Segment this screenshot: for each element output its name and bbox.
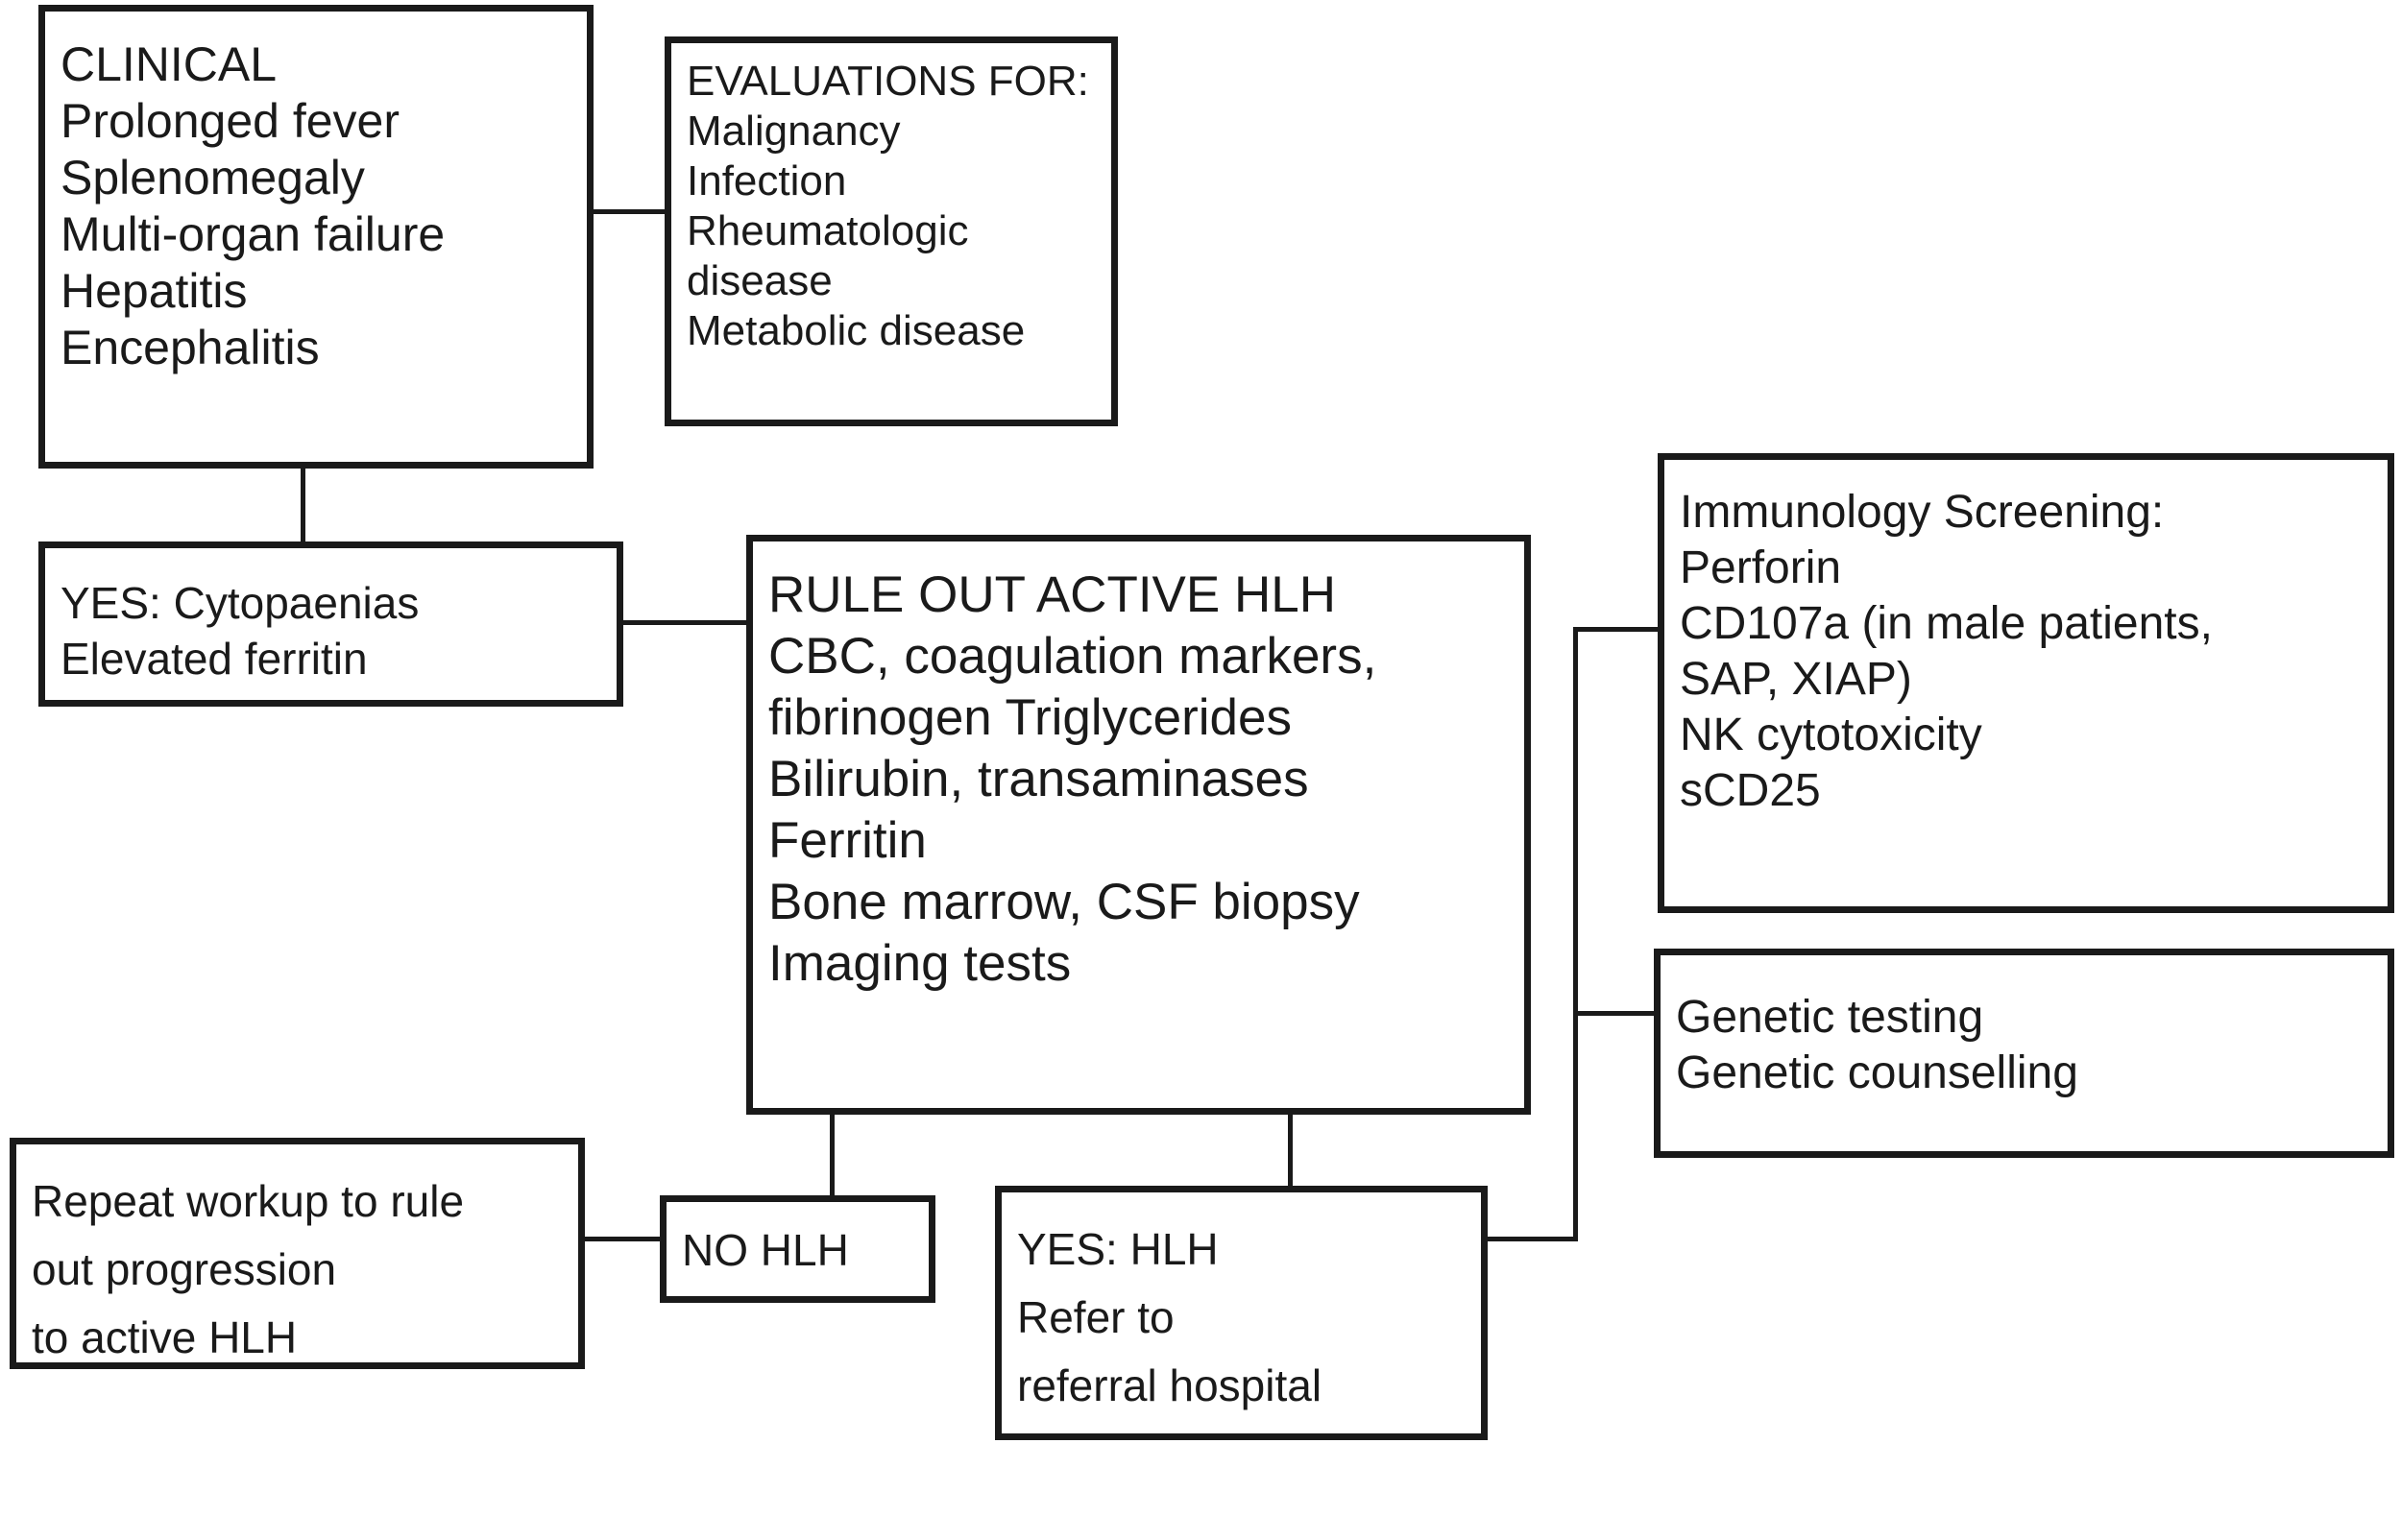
edge-clinical-to-cytopaenias (301, 467, 305, 543)
edge-right-vertical-bus (1573, 627, 1578, 1241)
node-immunology-screening[interactable]: Immunology Screening: Perforin CD107a (i… (1658, 453, 2394, 913)
node-repeat-workup-text: Repeat workup to rule out progression to… (32, 1176, 465, 1362)
edge-ruleout-to-yeshlh (1288, 1113, 1293, 1188)
edge-yeshlh-bus-stub (1485, 1237, 1578, 1241)
node-yes-hlh-refer[interactable]: YES: HLH Refer to referral hospital (995, 1186, 1488, 1440)
edge-bus-to-immunology (1573, 627, 1661, 632)
node-genetic-testing-text: Genetic testing Genetic counselling (1676, 992, 2078, 1098)
node-no-hlh[interactable]: NO HLH (660, 1195, 935, 1303)
node-no-hlh-text: NO HLH (682, 1225, 849, 1275)
node-yes-hlh-refer-text: YES: HLH Refer to referral hospital (1017, 1224, 1322, 1410)
node-evaluations-for-text: EVALUATIONS FOR: Malignancy Infection Rh… (687, 58, 1089, 354)
edge-ruleout-to-nohlh (830, 1113, 835, 1197)
node-genetic-testing[interactable]: Genetic testing Genetic counselling (1654, 949, 2394, 1158)
node-clinical-text: CLINICAL Prolonged fever Splenomegaly Mu… (61, 37, 446, 374)
edge-clinical-to-evaluations (591, 209, 667, 214)
edge-nohlh-to-repeat (582, 1237, 663, 1241)
node-rule-out-active-hlh-text: RULE OUT ACTIVE HLH CBC, coagulation mar… (768, 566, 1377, 992)
edge-bus-to-genetic (1573, 1011, 1658, 1016)
node-yes-cytopaenias-text: YES: Cytopaenias Elevated ferritin (61, 578, 420, 684)
node-evaluations-for[interactable]: EVALUATIONS FOR: Malignancy Infection Rh… (665, 36, 1118, 426)
edge-cytopaenias-to-ruleout (620, 620, 749, 625)
node-rule-out-active-hlh[interactable]: RULE OUT ACTIVE HLH CBC, coagulation mar… (746, 535, 1531, 1115)
node-repeat-workup[interactable]: Repeat workup to rule out progression to… (10, 1138, 585, 1369)
node-clinical[interactable]: CLINICAL Prolonged fever Splenomegaly Mu… (38, 5, 594, 469)
node-yes-cytopaenias[interactable]: YES: Cytopaenias Elevated ferritin (38, 541, 623, 707)
node-immunology-screening-text: Immunology Screening: Perforin CD107a (i… (1680, 487, 2213, 816)
